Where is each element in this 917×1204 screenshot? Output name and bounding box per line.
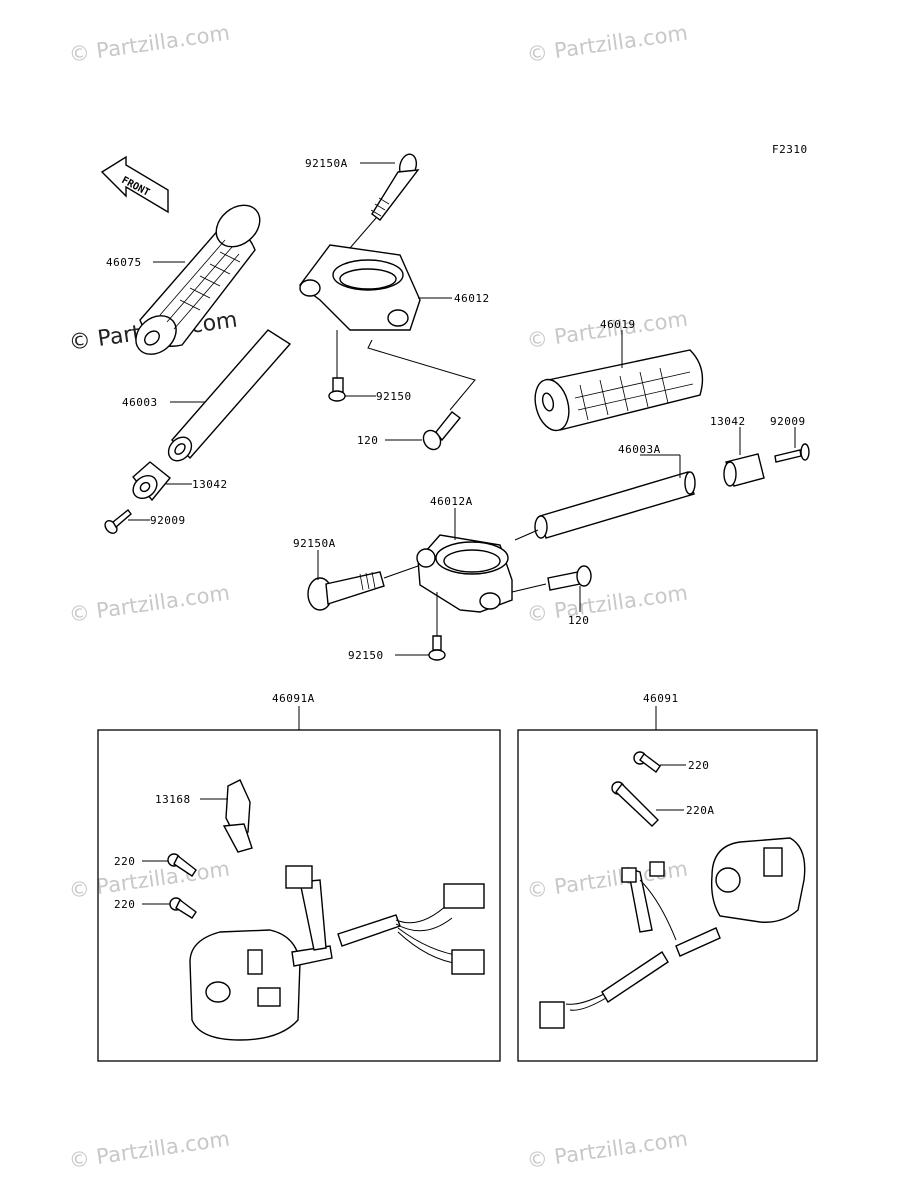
label-120-mid: 120 [568,614,589,627]
bolt-120-mid [547,565,592,591]
diagram-code: F2310 [772,143,808,156]
screw-220A-right [611,781,659,827]
assembly-box-46091A [97,729,501,1062]
assembly-box-46091 [517,729,818,1062]
label-92150A-top: 92150A [305,157,348,170]
label-46012A: 46012A [430,495,473,508]
label-46091A: 46091A [272,692,315,705]
label-46012: 46012 [454,292,490,305]
watermark: © Partzilla.com [67,1127,231,1173]
clamp-46012A [416,534,513,613]
watermark: © Partzilla.com [525,21,689,67]
watermark: © Partzilla.com [67,581,231,627]
screw-220-right [633,751,661,774]
right-switch-housing [539,837,806,1029]
label-92009-left: 92009 [150,514,186,527]
spacer-13042-left [132,461,171,502]
bolt-120-top [422,411,462,451]
spacer-13042-right [723,453,765,487]
watermark: © Partzilla.com [525,1127,689,1173]
label-46019: 46019 [600,318,636,331]
left-switch-housing [189,865,485,1041]
label-220-right: 220 [688,759,709,772]
label-46003: 46003 [122,396,158,409]
label-92150-mid: 92150 [348,649,384,662]
label-120-top: 120 [357,434,378,447]
front-arrow: FRONT [100,155,169,214]
label-13042-right: 13042 [710,415,746,428]
bolt-92150A-top [370,153,420,221]
bolt-92150-top [328,377,346,402]
grip-46019 [534,349,704,432]
tube-46003A [534,471,696,539]
label-13042-left: 13042 [192,478,228,491]
label-46091: 46091 [643,692,679,705]
label-92150A-mid: 92150A [293,537,336,550]
screw-92009-left [104,509,132,534]
watermark: © Partzilla.com [67,857,231,903]
watermark: © Partzilla.com [67,21,231,67]
label-13168: 13168 [155,793,191,806]
bolt-92150-mid [428,635,446,661]
label-46075: 46075 [106,256,142,269]
label-220-b: 220 [114,898,135,911]
tube-46003 [167,329,292,462]
screw-92009-right [774,443,810,463]
label-92009-right: 92009 [770,415,806,428]
label-220A-right: 220A [686,804,715,817]
bolt-92150A-mid [307,571,385,611]
label-220-a: 220 [114,855,135,868]
label-92150-top: 92150 [376,390,412,403]
label-46003A: 46003A [618,443,661,456]
clamp-46012 [299,244,421,331]
screw-220-a [167,853,197,877]
grip-46075 [135,204,261,355]
part-13168 [222,779,253,853]
screw-220-b [169,897,197,919]
